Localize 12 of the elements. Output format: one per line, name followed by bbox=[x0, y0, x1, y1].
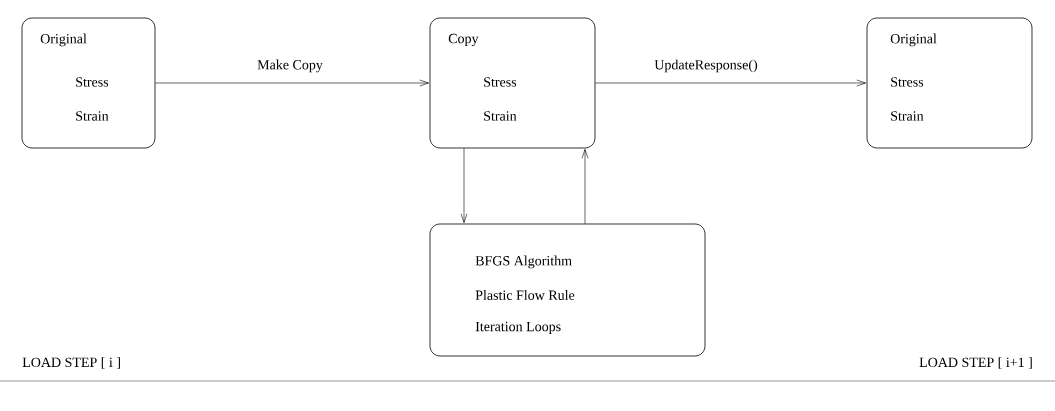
process-box: Copy Stress Strain bbox=[429, 17, 596, 149]
edge-label: Make Copy bbox=[257, 59, 323, 73]
arrow bbox=[595, 79, 866, 87]
arrow bbox=[460, 148, 468, 223]
step-label: LOAD STEP [ i+1 ] bbox=[919, 357, 1032, 369]
arrow bbox=[581, 149, 589, 224]
step-label: LOAD STEP [ i ] bbox=[22, 357, 120, 369]
edge-label: UpdateResponse() bbox=[654, 59, 758, 73]
process-box: BFGS Algorithm Plastic Flow Rule Iteration Loops bbox=[429, 223, 706, 357]
arrow bbox=[155, 79, 429, 87]
process-box: Original Stress Strain bbox=[866, 17, 1033, 149]
process-box: Original Stress Strain bbox=[21, 17, 156, 149]
